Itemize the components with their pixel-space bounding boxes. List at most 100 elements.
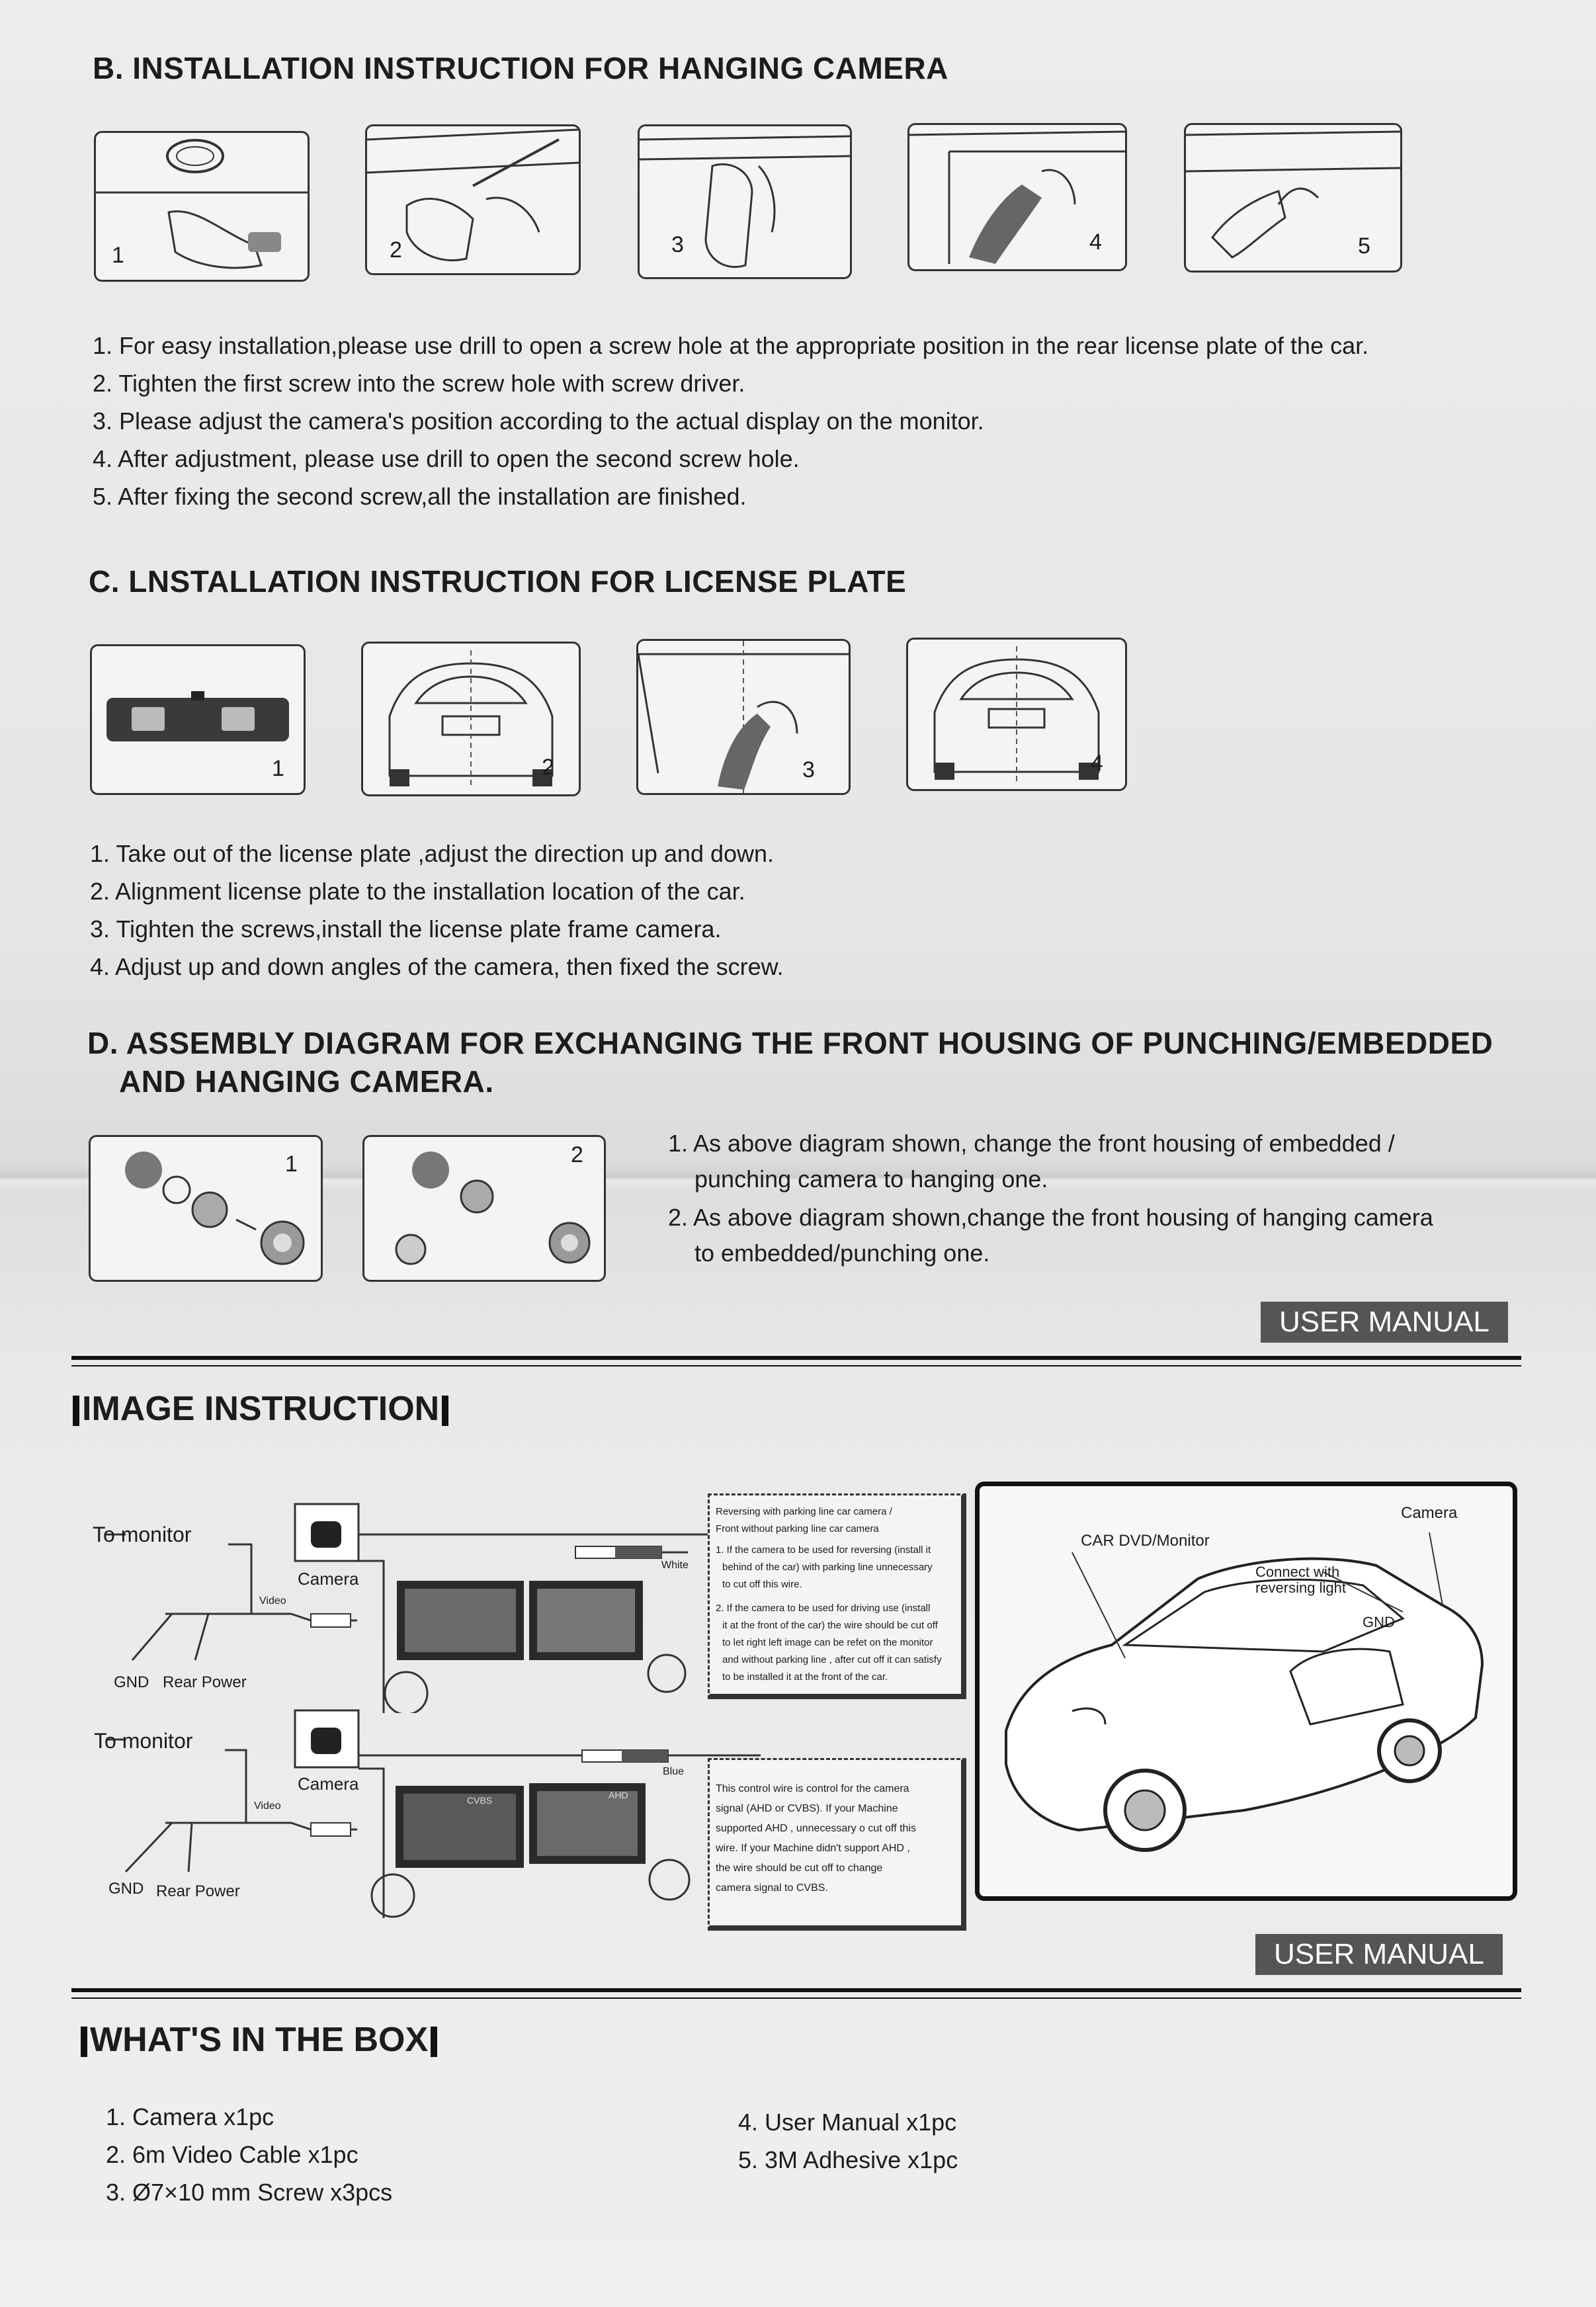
wire-color-label: White — [661, 1560, 689, 1571]
section-b-panel-3: 3 — [638, 124, 852, 279]
section-divider-thin — [71, 1997, 1521, 1999]
drill-illustration — [96, 139, 308, 269]
section-c-panel-1: 1 — [90, 644, 306, 795]
car-monitor-label: CAR DVD/Monitor — [1081, 1532, 1210, 1550]
license-plate-frame-illustration — [106, 691, 289, 741]
rear-power-label: Rear Power — [163, 1673, 247, 1691]
panel-number: 2 — [390, 237, 402, 263]
section-d-panel-1: 1 — [89, 1135, 323, 1282]
screwdriver-illustration — [367, 128, 579, 262]
box-item-5: 5. 3M Adhesive x1pc — [738, 2146, 958, 2173]
section-c-step-2: 2. Alignment license plate to the instal… — [90, 878, 745, 905]
hanging-to-embedded-illustration — [395, 1152, 591, 1265]
heading-bar-right — [442, 1396, 449, 1427]
adjust-illustration — [640, 135, 850, 269]
screen-ahd-label: AHD — [609, 1790, 628, 1800]
panel-number: 4 — [1089, 230, 1102, 255]
wire-color-label: Blue — [663, 1766, 685, 1777]
section-d-panel-2: 2 — [362, 1135, 606, 1282]
to-monitor-label: To monitor — [93, 1523, 192, 1546]
car-rear-illustration — [388, 650, 554, 789]
embedded-to-hanging-illustration — [125, 1152, 305, 1265]
section-d-step-2-line-2: to embedded/punching one. — [694, 1239, 990, 1267]
section-b-step-4: 4. After adjustment, please use drill to… — [93, 445, 800, 472]
camera-label: Camera — [298, 1774, 359, 1794]
section-b-step-5: 5. After fixing the second screw,all the… — [93, 483, 747, 510]
box-item-1: 1. Camera x1pc — [106, 2103, 274, 2130]
section-b-title: B. INSTALLATION INSTRUCTION FOR HANGING … — [93, 51, 948, 85]
note-1-line-6: 2. If the camera to be used for driving … — [716, 1603, 931, 1614]
section-c-step-1: 1. Take out of the license plate ,adjust… — [90, 840, 775, 867]
section-d-step-1-line-1: 1. As above diagram shown, change the fr… — [668, 1130, 1395, 1157]
note-1-line-2: Front without parking line car camera — [716, 1523, 879, 1534]
box-item-3: 3. Ø7×10 mm Screw x3pcs — [106, 2179, 393, 2206]
section-c-panel-3: 3 — [636, 639, 851, 795]
note-2-line-6: camera signal to CVBS. — [716, 1882, 828, 1894]
note-1-line-10: to be installed it at the front of the c… — [722, 1671, 888, 1683]
note-box-2 — [708, 1758, 966, 1931]
camera-label: Camera — [298, 1569, 359, 1589]
note-2-line-4: wire. If your Machine didn't support AHD… — [716, 1843, 910, 1854]
panel-number: 3 — [671, 232, 684, 257]
section-b-step-2: 2. Tighten the first screw into the scre… — [93, 370, 745, 397]
section-d-step-1-line-2: punching camera to hanging one. — [694, 1165, 1048, 1193]
section-c-step-4: 4. Adjust up and down angles of the came… — [90, 953, 784, 980]
note-1-line-8: to let right left image can be refet on … — [722, 1637, 933, 1648]
note-1-line-3: 1. If the camera to be used for reversin… — [716, 1544, 931, 1556]
note-1-line-1: Reversing with parking line car camera / — [716, 1506, 892, 1517]
car-illustration — [1005, 1532, 1484, 1852]
panel-number: 4 — [1091, 751, 1103, 776]
whats-in-box-title: WHAT'S IN THE BOX — [90, 2021, 429, 2059]
to-monitor-label: To monitor — [94, 1729, 193, 1753]
whats-in-box-heading: WHAT'S IN THE BOX — [78, 2020, 440, 2060]
connect-label-line-2: reversing light — [1255, 1579, 1346, 1596]
section-c-panel-2: 2 — [361, 642, 581, 796]
box-item-2: 2. 6m Video Cable x1pc — [106, 2141, 358, 2168]
section-b-panel-2: 2 — [365, 124, 581, 275]
note-2-line-1: This control wire is control for the cam… — [716, 1783, 909, 1794]
section-b-step-3: 3. Please adjust the camera's position a… — [93, 407, 984, 435]
section-b-step-1: 1. For easy installation,please use dril… — [93, 332, 1369, 359]
user-manual-badge: USER MANUAL — [1261, 1302, 1508, 1343]
note-1-line-4: behind of the car) with parking line unn… — [722, 1562, 933, 1573]
note-2-line-3: supported AHD , unnecessary o cut off th… — [716, 1823, 916, 1834]
video-label: Video — [254, 1800, 281, 1812]
heading-bar-left — [81, 2027, 87, 2058]
section-d-step-2-line-1: 2. As above diagram shown,change the fro… — [668, 1204, 1433, 1231]
section-d-title-line-2: AND HANGING CAMERA. — [119, 1064, 494, 1099]
panel-number: 2 — [571, 1142, 583, 1167]
note-1-line-5: to cut off this wire. — [722, 1579, 802, 1590]
note-1-line-9: and without parking line , after cut off… — [722, 1654, 942, 1665]
section-c-panel-4: 4 — [906, 638, 1127, 791]
car-gnd-label: GND — [1363, 1614, 1395, 1630]
note-box-1 — [708, 1493, 966, 1699]
section-c-title: C. LNSTALLATION INSTRUCTION FOR LICENSE … — [89, 564, 907, 599]
panel-number: 5 — [1358, 233, 1370, 259]
panel-number: 1 — [285, 1152, 298, 1177]
heading-bar-right — [431, 2027, 438, 2058]
image-instruction-heading: IMAGE INSTRUCTION — [70, 1389, 451, 1429]
panel-number: 1 — [112, 243, 124, 268]
heading-bar-left — [73, 1396, 79, 1427]
image-instruction-title: IMAGE INSTRUCTION — [82, 1390, 440, 1428]
tighten-screws-illustration — [638, 641, 849, 793]
video-label: Video — [259, 1595, 286, 1607]
panel-number: 2 — [542, 755, 554, 780]
gnd-label: GND — [114, 1673, 149, 1691]
car-rear-camera-illustration — [933, 646, 1100, 785]
section-d-title-line-1: D. ASSEMBLY DIAGRAM FOR EXCHANGING THE F… — [87, 1026, 1493, 1060]
section-b-panel-4: 4 — [907, 123, 1127, 271]
panel-number: 3 — [802, 757, 815, 782]
section-divider-thin — [71, 1365, 1521, 1366]
section-divider — [71, 1356, 1521, 1360]
connect-label-line-1: Connect with — [1255, 1564, 1340, 1580]
section-divider — [71, 1988, 1521, 1992]
note-2-line-2: signal (AHD or CVBS). If your Machine — [716, 1803, 898, 1814]
note-2-line-5: the wire should be cut off to change — [716, 1863, 883, 1874]
finish-illustration — [1186, 130, 1400, 259]
box-item-4: 4. User Manual x1pc — [738, 2109, 957, 2136]
second-drill-illustration — [909, 130, 1125, 264]
rear-power-label: Rear Power — [156, 1882, 240, 1900]
note-1-line-7: it at the front of the car) the wire sho… — [722, 1620, 938, 1631]
wiring-diagram-1 — [106, 1503, 755, 1713]
